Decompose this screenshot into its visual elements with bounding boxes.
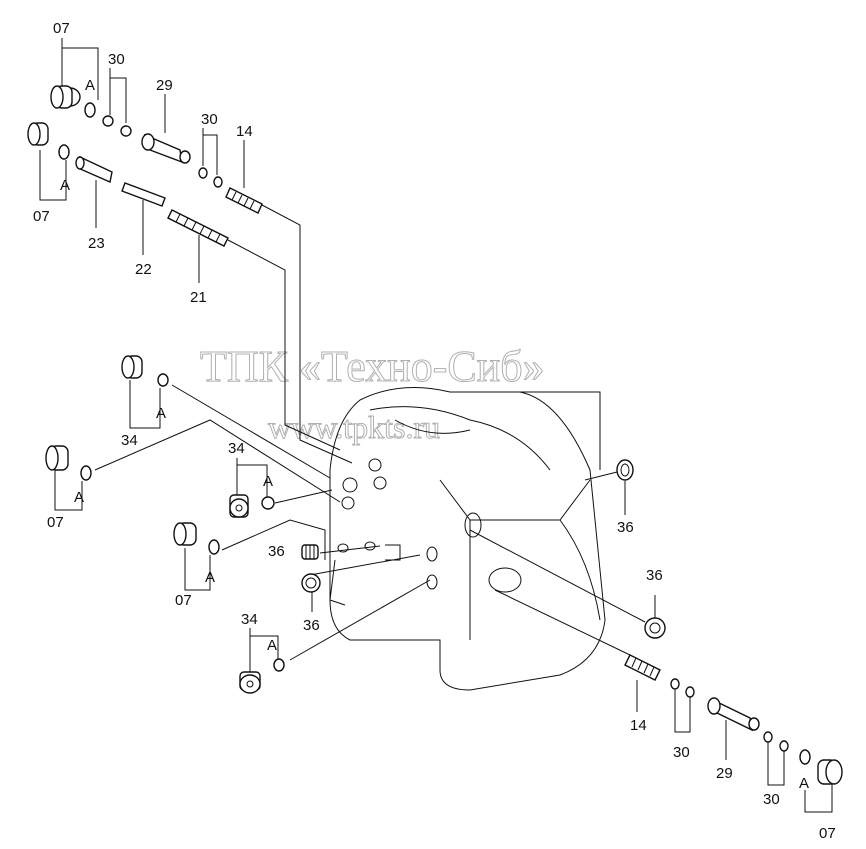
label-07: 07 [175,592,192,609]
o-ring-a-bottom-right [799,749,811,765]
label-a: A [263,473,273,490]
seal-30-bottom [670,678,695,698]
watermark-url: www.tpkts.ru [268,409,440,445]
label-29: 29 [156,77,173,94]
o-ring-a-center [261,496,275,510]
label-a: A [267,637,277,654]
label-36: 36 [617,519,634,536]
o-ring-a-left [157,373,169,387]
plug-07-bottom-right [817,759,843,785]
label-07: 07 [47,514,64,531]
label-34: 34 [241,611,258,628]
o-ring-a-left-2 [80,465,92,481]
callout-brackets [39,38,833,813]
label-a: A [156,405,166,422]
fitting-36-right-top [616,459,634,481]
label-34: 34 [121,432,138,449]
o-ring-a-top [84,102,96,118]
label-22: 22 [135,261,152,278]
o-ring-a-mid [208,539,220,555]
fitting-36-b [301,573,321,593]
watermark-title: ТПК «Техно-Сиб» [200,342,545,391]
label-14: 14 [236,123,253,140]
plug-34-center [229,494,249,518]
label-36: 36 [303,617,320,634]
label-07: 07 [33,208,50,225]
plug-07-mid [173,522,197,546]
spring-21 [167,209,229,247]
spring-14-top [225,187,263,214]
label-07: 07 [819,825,836,842]
label-30: 30 [673,744,690,761]
label-36: 36 [268,543,285,560]
fitting-36-a [301,544,319,560]
label-30: 30 [201,111,218,128]
label-29: 29 [716,765,733,782]
leader-lines [94,204,646,661]
plug-07-second [27,122,49,146]
pin-22 [121,182,166,207]
o-ring-a-bottom [273,658,285,672]
label-34: 34 [228,440,245,457]
label-36: 36 [646,567,663,584]
label-23: 23 [88,235,105,252]
label-07: 07 [53,20,70,37]
label-a: A [799,775,809,792]
label-a: A [74,489,84,506]
part-labels: 07 A 30 29 30 14 07 A 23 22 21 A 34 A 07… [33,20,836,842]
part-23 [75,155,113,183]
o-ring-a-second [58,144,70,160]
label-14: 14 [630,717,647,734]
label-30: 30 [763,791,780,808]
label-30: 30 [108,51,125,68]
spool-29-bottom [707,697,760,732]
plug-07-top [50,85,81,109]
label-a: A [85,77,95,94]
seal-30-top-2 [198,167,223,188]
plug-34-bottom [239,671,261,694]
seal-30-top [102,115,132,137]
label-a: A [205,569,215,586]
spool-29-top [141,133,191,164]
plug-34-left [121,355,143,379]
label-21: 21 [190,289,207,306]
spring-14-bottom [624,654,661,681]
fitting-36-right-mid [644,617,666,639]
label-a: A [60,177,70,194]
plug-07-left [45,445,69,471]
